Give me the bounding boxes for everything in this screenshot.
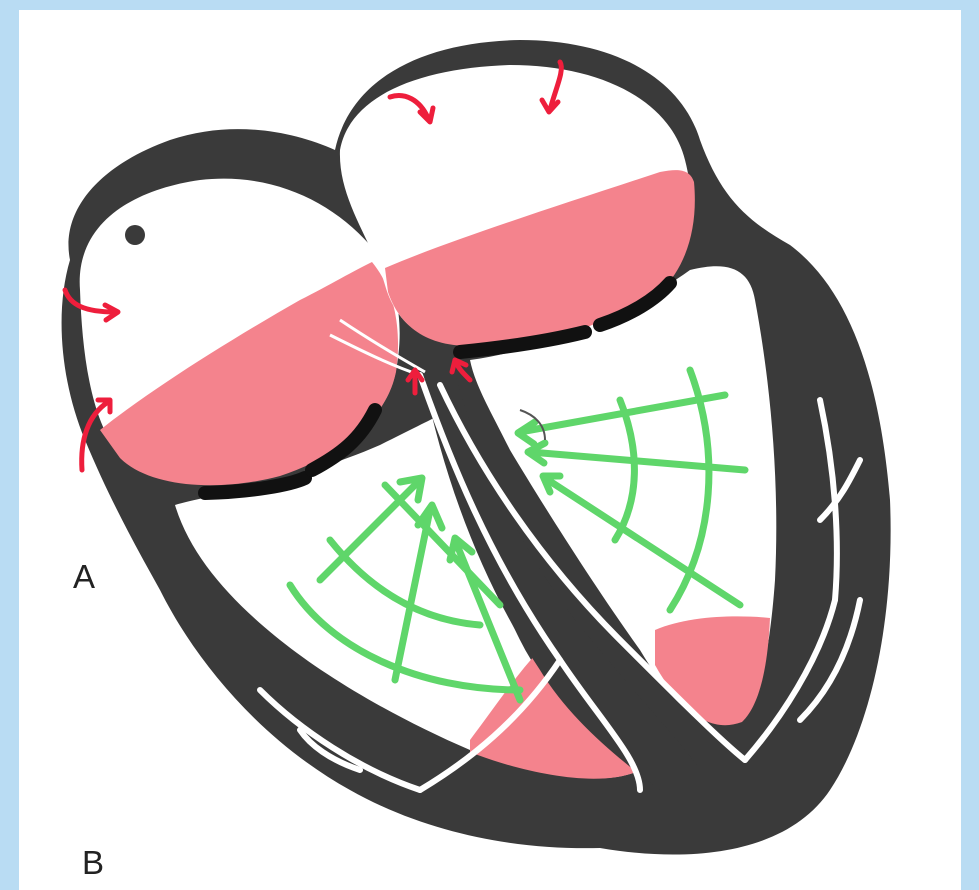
sa-node-dot: [125, 225, 145, 245]
panel-label-b: B: [82, 846, 104, 879]
panel-label-a: A: [73, 560, 95, 593]
